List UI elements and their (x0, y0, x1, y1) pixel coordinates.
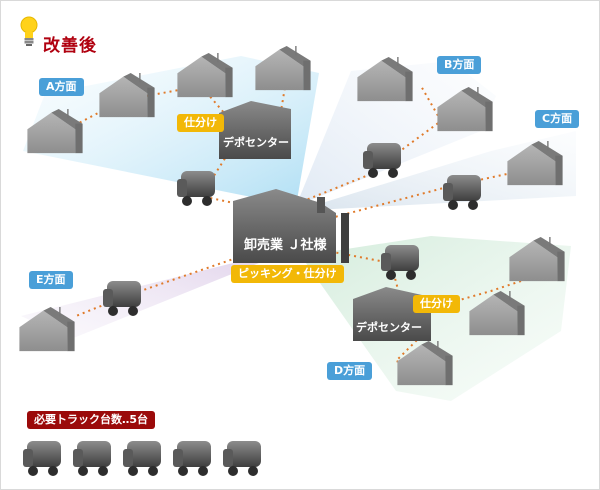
depot-center-top (219, 101, 291, 159)
house-icon (255, 46, 311, 91)
area-b-zone (296, 61, 496, 206)
truck-icon (173, 441, 211, 476)
area-a-label: A方面 (39, 78, 84, 96)
depot-center-top-label: デポセンター (223, 136, 289, 149)
sorting-label-bottom: 仕分け (413, 295, 460, 313)
truck-icon (223, 441, 261, 476)
house-icon (357, 57, 413, 102)
sorting-label-top: 仕分け (177, 114, 224, 132)
area-e-label: E方面 (29, 271, 73, 289)
area-c-zone (296, 131, 576, 211)
house-icon (509, 237, 565, 282)
truck-icon (23, 441, 61, 476)
wholesaler-building (233, 189, 349, 263)
area-d-zone (301, 236, 571, 401)
wholesaler-label: 卸売業 Ｊ社様 (244, 238, 327, 253)
truck-icon (123, 441, 161, 476)
picking-sorting-label: ピッキング・仕分け (231, 265, 344, 283)
truck-icon (363, 143, 401, 178)
depot-center-bottom (353, 287, 431, 341)
truck-count-row (23, 441, 261, 476)
depot-center-bottom-label: デポセンター (356, 321, 422, 334)
area-a-zone (23, 56, 319, 206)
truck-icon (443, 175, 481, 210)
lightbulb-icon (20, 16, 38, 46)
area-b-label: B方面 (437, 56, 482, 74)
area-c-label: C方面 (535, 110, 580, 128)
truck-icon (73, 441, 111, 476)
truck-icon (177, 171, 215, 206)
truck-count-label: 必要トラック台数‥5台 (27, 411, 155, 429)
house-icon (177, 53, 233, 98)
page-title: 改善後 (43, 36, 97, 56)
area-d-label: D方面 (327, 362, 373, 380)
